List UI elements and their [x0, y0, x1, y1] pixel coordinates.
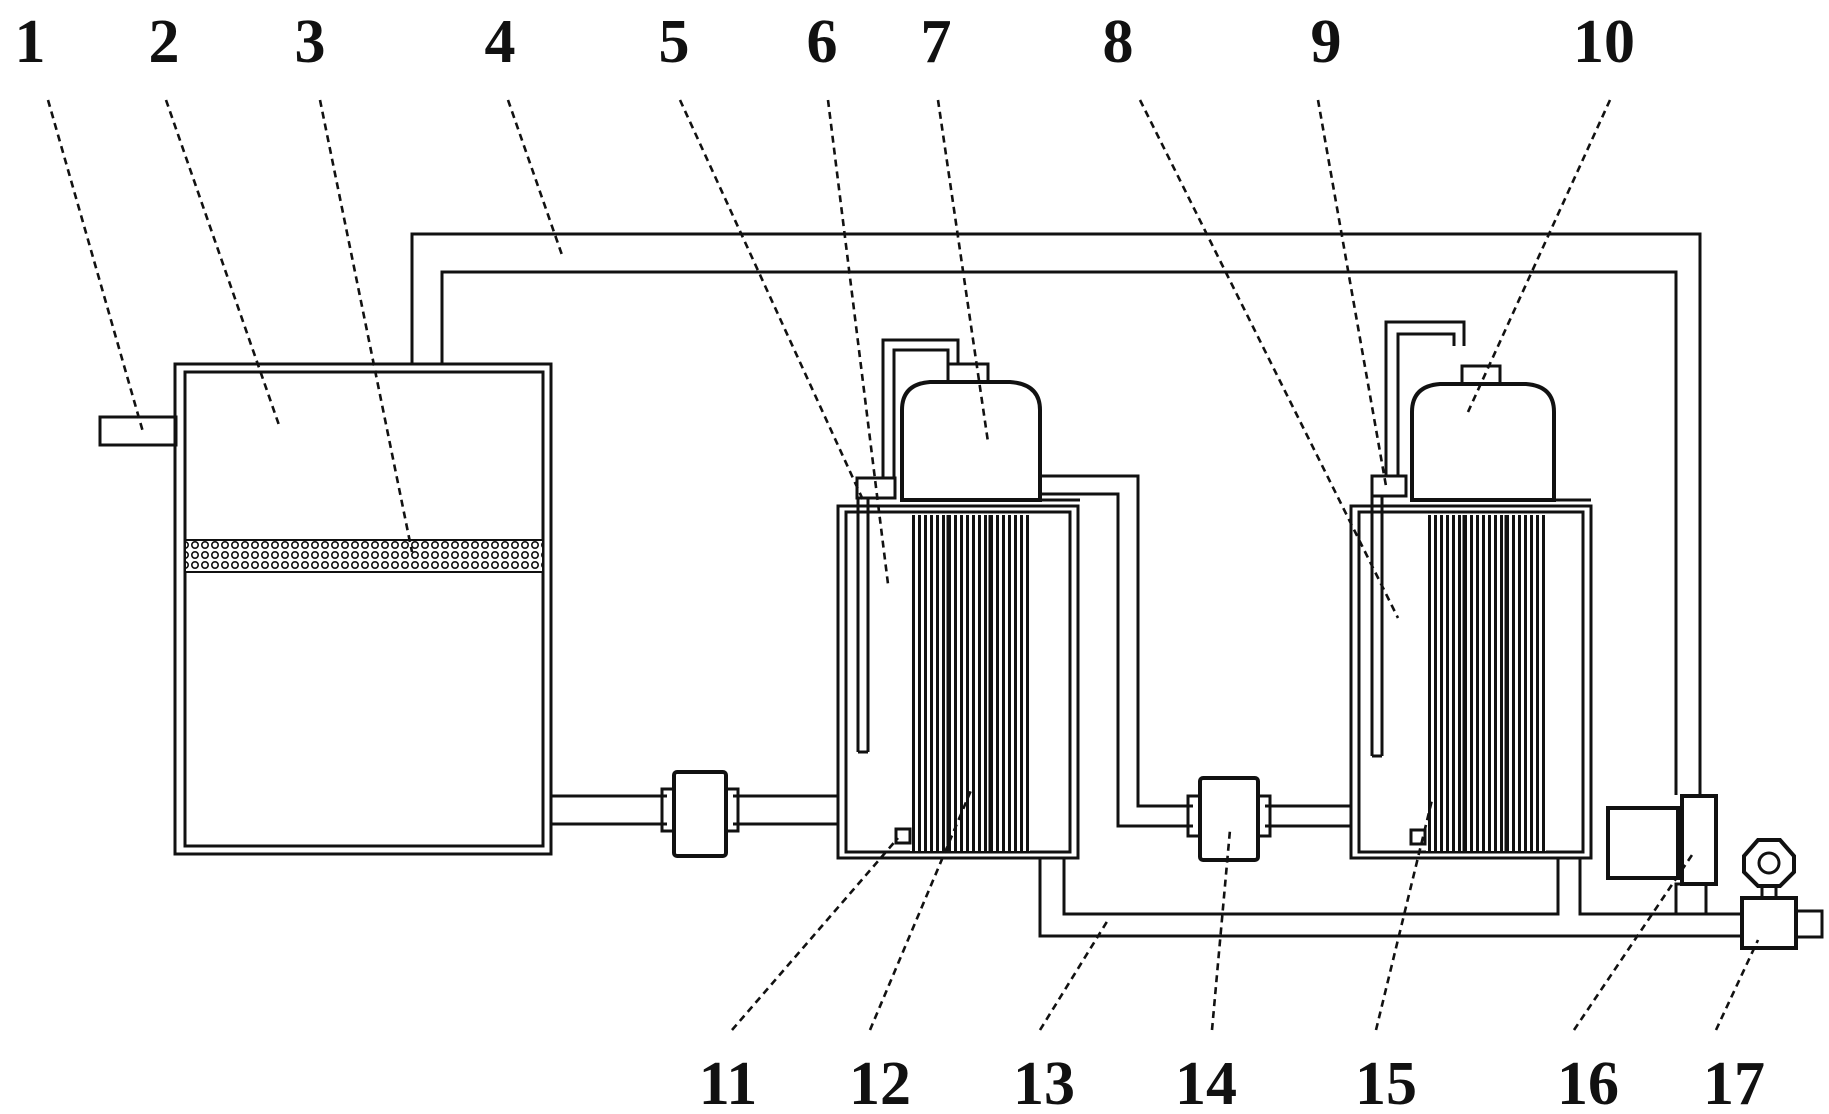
reactor-2 [1351, 322, 1591, 858]
reactor-1 [838, 340, 1080, 858]
outlet-valve [1742, 840, 1822, 948]
label-1: 1 [15, 8, 46, 76]
label-9: 9 [1311, 8, 1342, 76]
label-10: 10 [1573, 8, 1635, 76]
label-17: 17 [1703, 1050, 1765, 1114]
transfer-pipe-2 [1040, 476, 1351, 860]
electrode-bundle-2 [1426, 515, 1546, 851]
label-4: 4 [485, 8, 516, 76]
filter-mesh-layer [185, 540, 543, 572]
transfer-pipe-1 [551, 772, 838, 856]
label-3: 3 [295, 8, 326, 76]
label-16: 16 [1557, 1050, 1619, 1114]
drain-pump [1608, 796, 1716, 914]
label-11: 11 [699, 1050, 758, 1114]
label-2: 2 [149, 8, 180, 76]
label-13: 13 [1013, 1050, 1075, 1114]
inlet-pipe [100, 417, 176, 445]
label-5: 5 [659, 8, 690, 76]
electrode-bundle-1 [910, 515, 1030, 851]
settling-tank [175, 364, 551, 854]
label-12: 12 [849, 1050, 911, 1114]
label-14: 14 [1175, 1050, 1237, 1114]
label-8: 8 [1103, 8, 1134, 76]
label-15: 15 [1355, 1050, 1417, 1114]
label-6: 6 [807, 8, 838, 76]
label-7: 7 [921, 8, 952, 76]
